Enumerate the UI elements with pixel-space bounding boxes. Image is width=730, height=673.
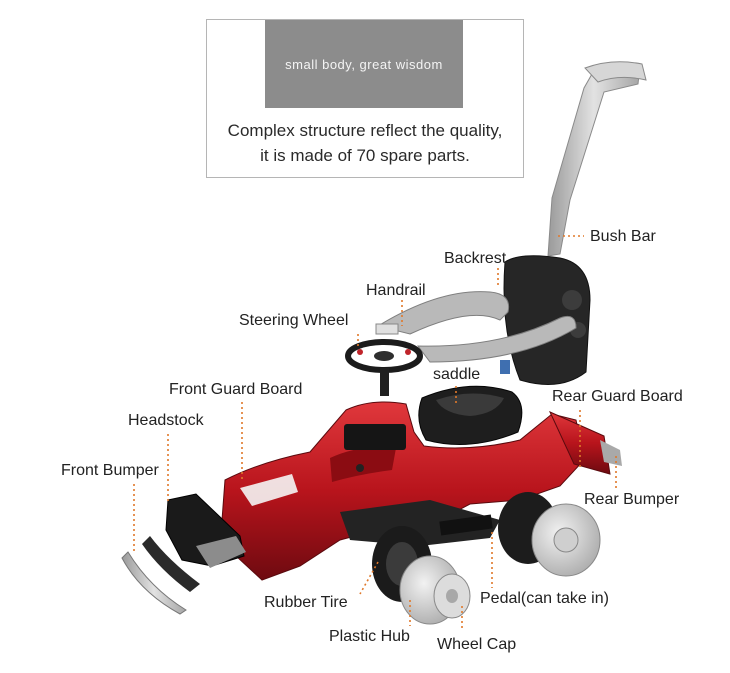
intro-frame: small body, great wisdom Complex structu… [206,19,524,178]
label-front-guard-board: Front Guard Board [169,381,303,398]
label-front-bumper: Front Bumper [61,462,159,479]
steering-wheel-part [345,339,423,396]
handrail-part [375,291,577,374]
front-assembly-part [121,493,246,615]
label-backrest: Backrest [444,250,507,267]
label-rear-bumper: Rear Bumper [584,491,680,508]
label-steering-wheel: Steering Wheel [239,312,349,329]
label-wheel-cap: Wheel Cap [437,636,517,653]
intro-line-1: Complex structure reflect the quality, [227,121,503,140]
leader-lines [133,235,617,630]
backrest-part [503,255,591,385]
label-pedal: Pedal(can take in) [480,590,609,607]
leader-rubber-tire [359,561,379,595]
label-rear-guard-board: Rear Guard Board [552,388,683,405]
label-headstock: Headstock [128,412,204,429]
label-plastic-hub: Plastic Hub [329,628,410,645]
banner: small body, great wisdom [265,20,463,108]
intro-line-2: it is made of 70 spare parts. [260,146,470,165]
saddle-part [418,385,523,445]
banner-tagline: small body, great wisdom [285,56,443,72]
intro-text: Complex structure reflect the quality, i… [207,118,523,168]
chassis-part [340,500,500,546]
car-body-part [221,401,585,581]
rear-left-wheel [498,492,601,577]
label-handrail: Handrail [366,282,426,299]
rear-assembly-part [548,411,622,475]
label-rubber-tire: Rubber Tire [264,594,348,611]
wheel-cap-part [433,573,471,619]
label-bush-bar: Bush Bar [590,228,656,245]
label-saddle: saddle [433,366,481,383]
bush-bar-part [547,61,647,257]
